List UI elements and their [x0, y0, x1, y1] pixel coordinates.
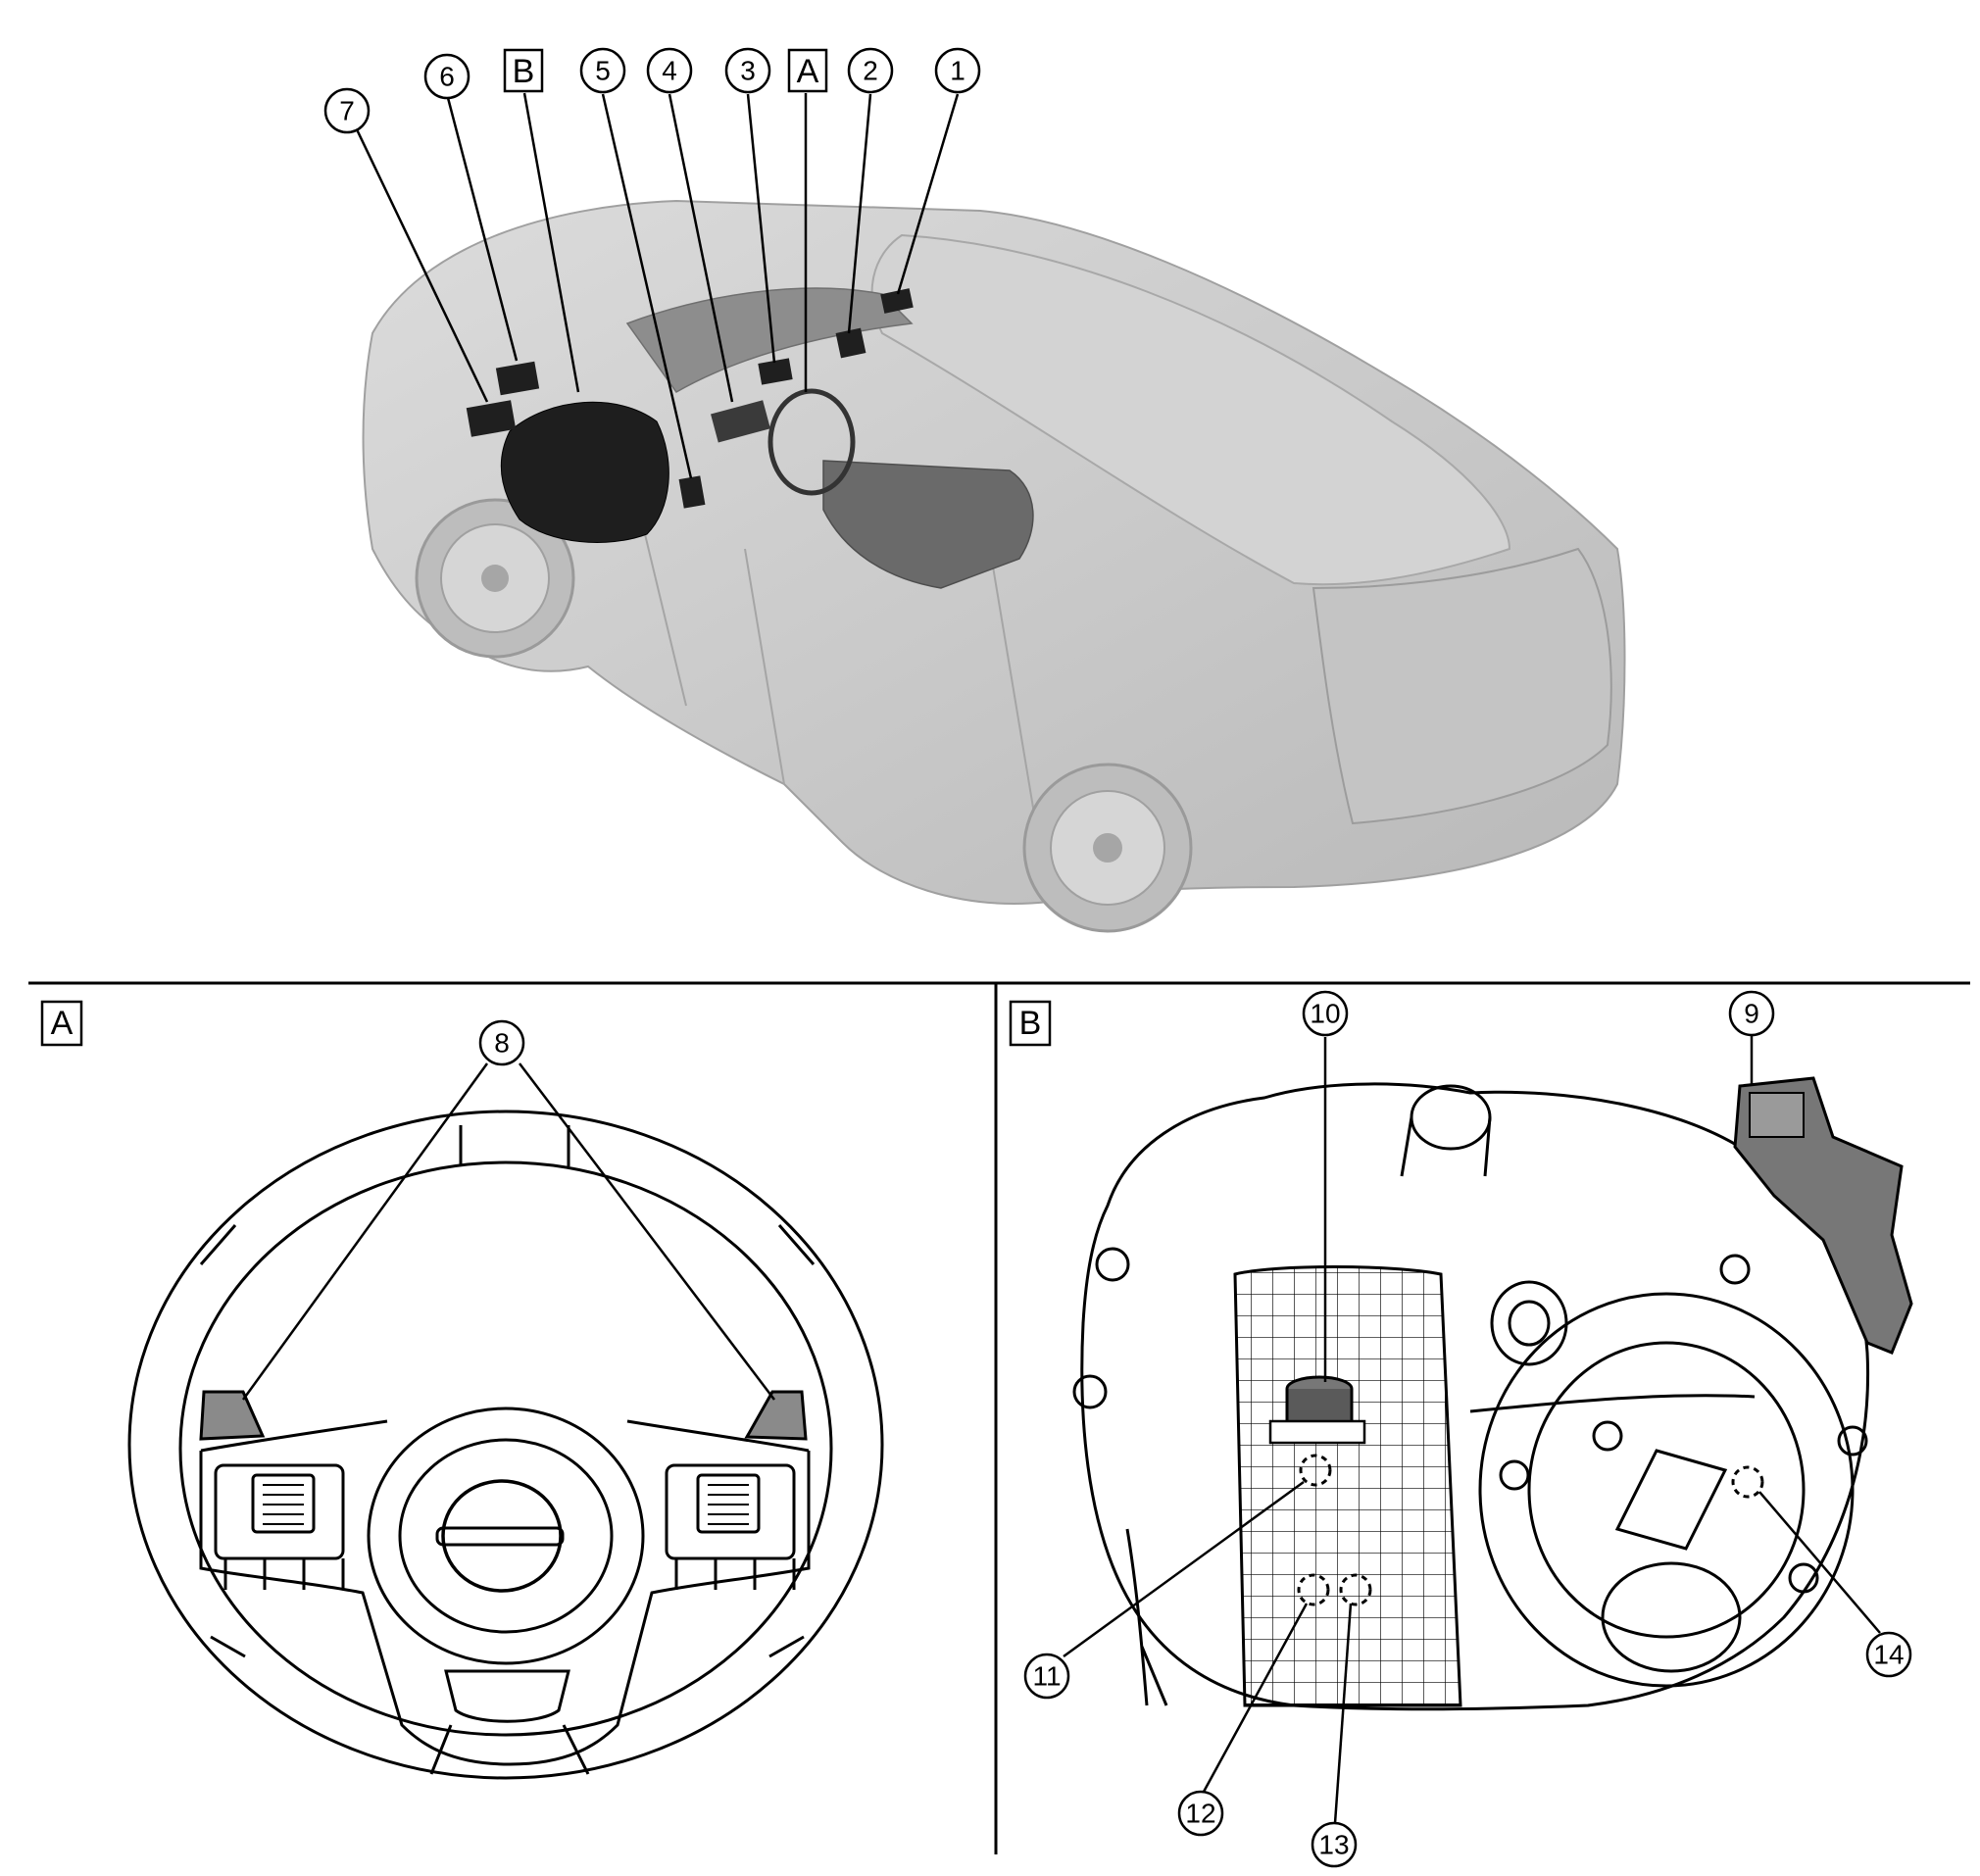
component-4 [711, 400, 770, 443]
view-label-b-top: B [503, 48, 544, 93]
center-console [822, 460, 1034, 589]
callout-1: 1 [934, 47, 981, 94]
vehicle-steering-wheel [767, 388, 856, 496]
marker-14 [1731, 1465, 1764, 1499]
transmission-case [1080, 1082, 1870, 1711]
panel-b: B [1009, 990, 1913, 1868]
logo-emblem [441, 1479, 563, 1593]
transmission-assembly [1072, 1082, 1870, 1711]
svg-text:14: 14 [1873, 1640, 1904, 1670]
paddle-shifter-right [744, 1390, 808, 1441]
vehicle-roof [870, 233, 1511, 586]
callout-4: 4 [646, 47, 693, 94]
left-switch-pad [214, 1463, 345, 1560]
callout-13: 13 [1311, 1821, 1358, 1868]
svg-text:5: 5 [595, 56, 611, 86]
svg-text:7: 7 [339, 96, 355, 126]
svg-text:13: 13 [1318, 1830, 1349, 1860]
callout-3: 3 [724, 47, 771, 94]
component-5 [678, 475, 706, 509]
steering-wheel-hub [367, 1407, 645, 1665]
callout-10: 10 [1302, 990, 1349, 1037]
svg-text:1: 1 [950, 56, 965, 86]
oil-pan [1233, 1265, 1462, 1707]
steering-wheel [127, 1110, 884, 1780]
svg-text:8: 8 [494, 1028, 510, 1059]
steering-wheel-rim-inner [178, 1160, 833, 1737]
svg-text:B: B [513, 53, 535, 90]
vehicle-rear [1312, 547, 1612, 825]
callout-14: 14 [1865, 1631, 1912, 1678]
sensor-10 [1268, 1375, 1366, 1445]
component-6 [495, 361, 540, 396]
front-wheel [415, 498, 575, 659]
callout-8: 8 [478, 1019, 525, 1066]
svg-text:B: B [1019, 1005, 1042, 1042]
vehicle-illustration [362, 199, 1626, 933]
marker-13 [1339, 1573, 1372, 1606]
callout-12: 12 [1177, 1790, 1224, 1837]
marker-11 [1299, 1454, 1332, 1487]
marker-12 [1297, 1573, 1330, 1606]
view-label-a-top: A [787, 48, 828, 93]
rear-wheel [1022, 763, 1193, 933]
svg-text:12: 12 [1185, 1799, 1215, 1829]
callout-6: 6 [423, 53, 470, 100]
component-2 [835, 327, 866, 359]
callout-9: 9 [1728, 990, 1775, 1037]
callout-7: 7 [323, 87, 371, 134]
svg-text:11: 11 [1032, 1661, 1061, 1692]
callout-5: 5 [579, 47, 626, 94]
svg-text:A: A [51, 1005, 74, 1042]
right-switch-pad [665, 1463, 796, 1560]
panel-b-leader-lines [1063, 1036, 1881, 1824]
steering-wheel-rim-outer [127, 1110, 884, 1780]
bell-housing [1478, 1292, 1855, 1688]
component-7 [466, 400, 517, 437]
sensor-location-markers [1297, 1454, 1764, 1606]
svg-text:2: 2 [863, 56, 878, 86]
svg-text:10: 10 [1310, 999, 1340, 1029]
transmission-control-module [1733, 1076, 1913, 1355]
top-leader-lines [354, 92, 960, 479]
callout-11: 11 [1023, 1653, 1070, 1700]
view-label-a: A [40, 1000, 83, 1047]
svg-text:9: 9 [1744, 999, 1759, 1029]
svg-text:6: 6 [439, 62, 455, 92]
svg-text:3: 3 [740, 56, 756, 86]
svg-text:4: 4 [662, 56, 677, 86]
callout-2: 2 [847, 47, 894, 94]
view-label-b: B [1009, 1000, 1052, 1047]
component-3 [758, 358, 793, 385]
vehicle-transmission [500, 401, 669, 543]
panel-a: A [40, 1000, 884, 1780]
svg-text:A: A [797, 53, 819, 90]
component-1 [880, 288, 914, 314]
paddle-shifter-left [199, 1390, 266, 1441]
